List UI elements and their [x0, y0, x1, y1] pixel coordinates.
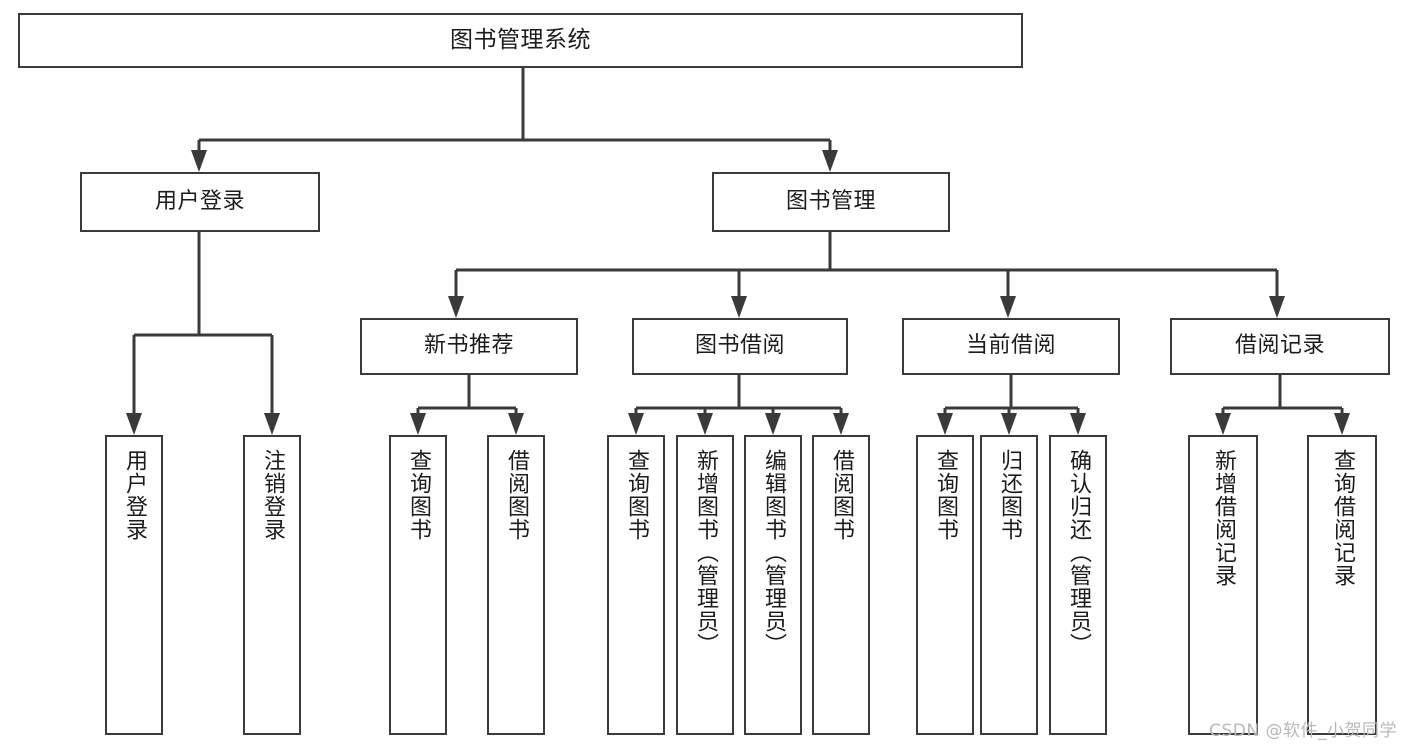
bookmanage-to-level3-arrowhead-0	[448, 296, 464, 318]
bookborrow-to-leaves-arrowhead-3	[833, 413, 849, 435]
bookborrow-to-leaves-arrowhead-2	[765, 413, 781, 435]
node-label-query-book-1: 查询图书	[405, 449, 431, 541]
csdn-watermark: CSDN @软件_小贺同学	[1209, 721, 1397, 741]
node-add-book-admin[interactable]: 新增图书（管理员）	[676, 435, 734, 735]
node-user-login-leaf[interactable]: 用户登录	[105, 435, 163, 735]
node-label-user-logout-leaf: 注销登录	[259, 449, 285, 541]
node-edit-book-admin[interactable]: 编辑图书（管理员）	[744, 435, 802, 735]
node-current-borrow[interactable]: 当前借阅	[902, 318, 1120, 375]
node-borrow-book-1[interactable]: 借阅图书	[487, 435, 545, 735]
bookborrow-to-leaves-arrowhead-1	[697, 413, 713, 435]
node-user-login[interactable]: 用户登录	[80, 172, 320, 232]
node-return-book[interactable]: 归还图书	[980, 435, 1038, 735]
node-root[interactable]: 图书管理系统	[18, 13, 1023, 68]
node-label-user-login-leaf: 用户登录	[121, 449, 147, 541]
root-to-level2-arrowhead-1	[822, 150, 838, 172]
node-label-current-borrow: 当前借阅	[965, 333, 1056, 359]
node-borrow-record[interactable]: 借阅记录	[1170, 318, 1390, 375]
node-user-logout-leaf[interactable]: 注销登录	[243, 435, 301, 735]
node-label-query-book-3: 查询图书	[932, 449, 958, 541]
node-label-borrow-book-2: 借阅图书	[828, 449, 854, 541]
node-label-borrow-book-1: 借阅图书	[503, 449, 529, 541]
node-label-confirm-return-admin: 确认归还（管理员）	[1065, 449, 1091, 656]
node-label-new-book-recommend: 新书推荐	[423, 333, 514, 359]
node-book-manage[interactable]: 图书管理	[712, 172, 950, 232]
currentborrow-to-leaves-arrowhead-2	[1070, 413, 1086, 435]
node-query-book-2[interactable]: 查询图书	[607, 435, 665, 735]
currentborrow-to-leaves-arrowhead-1	[1001, 413, 1017, 435]
userlogin-to-leaves-arrowhead-0	[126, 413, 142, 435]
currentborrow-to-leaves-arrowhead-0	[937, 413, 953, 435]
node-label-borrow-record: 借阅记录	[1234, 333, 1325, 359]
newbook-to-leaves-arrowhead-1	[508, 413, 524, 435]
node-label-query-borrow-record: 查询借阅记录	[1329, 449, 1355, 587]
node-new-book-recommend[interactable]: 新书推荐	[360, 318, 578, 375]
bookmanage-to-level3-arrowhead-3	[1269, 296, 1285, 318]
node-query-book-1[interactable]: 查询图书	[389, 435, 447, 735]
node-label-add-borrow-record: 新增借阅记录	[1210, 449, 1236, 587]
bookmanage-to-level3-arrowhead-1	[731, 296, 747, 318]
borrowrecord-to-leaves-arrowhead-1	[1334, 413, 1350, 435]
node-add-borrow-record[interactable]: 新增借阅记录	[1188, 435, 1258, 735]
node-query-borrow-record[interactable]: 查询借阅记录	[1307, 435, 1377, 735]
bookmanage-to-level3-arrowhead-2	[1000, 296, 1016, 318]
node-label-edit-book-admin: 编辑图书（管理员）	[760, 449, 786, 656]
node-query-book-3[interactable]: 查询图书	[916, 435, 974, 735]
borrowrecord-to-leaves-arrowhead-0	[1215, 413, 1231, 435]
node-label-add-book-admin: 新增图书（管理员）	[692, 449, 718, 656]
userlogin-to-leaves-arrowhead-1	[264, 413, 280, 435]
root-to-level2-arrowhead-0	[191, 150, 207, 172]
node-label-return-book: 归还图书	[996, 449, 1022, 541]
node-label-book-manage: 图书管理	[785, 188, 876, 214]
node-label-book-borrow: 图书借阅	[694, 333, 785, 359]
bookborrow-to-leaves-arrowhead-0	[628, 413, 644, 435]
node-confirm-return-admin[interactable]: 确认归还（管理员）	[1049, 435, 1107, 735]
node-label-user-login: 用户登录	[154, 188, 245, 214]
node-label-root: 图书管理系统	[450, 26, 591, 53]
node-borrow-book-2[interactable]: 借阅图书	[812, 435, 870, 735]
newbook-to-leaves-arrowhead-0	[410, 413, 426, 435]
node-book-borrow[interactable]: 图书借阅	[632, 318, 848, 375]
node-label-query-book-2: 查询图书	[623, 449, 649, 541]
